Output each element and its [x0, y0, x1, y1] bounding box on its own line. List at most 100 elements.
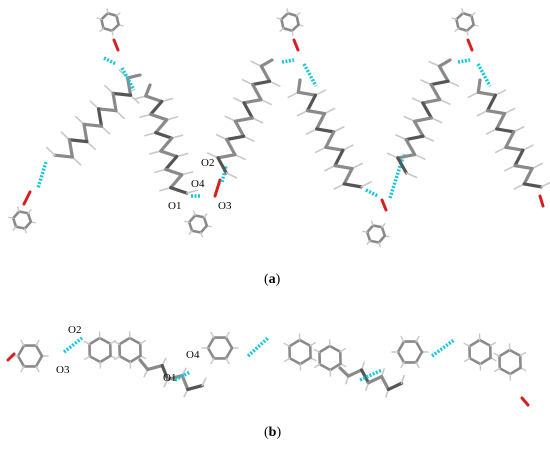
bond: [84, 124, 101, 126]
bond: [36, 356, 42, 366]
bond: [472, 13, 475, 16]
bond: [36, 346, 42, 356]
bond: [506, 147, 523, 150]
bond: [401, 362, 404, 367]
bond: [25, 222, 31, 229]
bond: [105, 86, 113, 94]
bond: [185, 221, 189, 222]
bond: [161, 151, 177, 156]
bond: [340, 368, 348, 376]
bond: [140, 341, 145, 344]
hydrogen-bond: [104, 58, 116, 64]
bond: [510, 368, 520, 374]
bond: [235, 155, 245, 160]
bond: [204, 214, 207, 217]
bond: [202, 378, 206, 385]
bond: [116, 111, 124, 119]
bond: [107, 9, 108, 13]
bond: [103, 28, 112, 31]
bond: [468, 92, 478, 97]
bond: [421, 80, 431, 85]
bond: [9, 217, 13, 218]
bond: [226, 348, 232, 358]
bond: [532, 164, 542, 169]
bond: [36, 366, 39, 371]
bond: [108, 13, 117, 16]
bond: [89, 338, 99, 344]
bond: [497, 114, 505, 129]
bond: [84, 341, 89, 344]
bond: [413, 98, 423, 103]
bond: [227, 136, 244, 139]
bond: [244, 136, 254, 141]
bond: [100, 356, 110, 362]
bond: [523, 145, 533, 150]
bond: [297, 111, 307, 116]
hydrogen-bond: [458, 60, 470, 62]
bond: [215, 180, 220, 196]
bond: [113, 93, 116, 110]
bond: [416, 336, 419, 341]
bond: [28, 210, 31, 213]
bond: [505, 109, 515, 114]
bond: [117, 13, 120, 16]
bond: [401, 336, 404, 341]
bond: [218, 158, 226, 173]
hydrogen-bond: [304, 64, 316, 86]
bond: [187, 190, 198, 193]
bond: [13, 227, 16, 230]
atom-label-o2-b: O2: [68, 324, 81, 336]
atom-label-o4-a: O4: [191, 178, 205, 190]
bond: [487, 95, 495, 110]
bond: [290, 358, 301, 364]
bond: [541, 182, 550, 187]
bond: [156, 133, 172, 138]
bond: [294, 40, 298, 50]
bond: [13, 218, 16, 227]
bond: [140, 360, 148, 369]
bond: [334, 127, 344, 132]
bond: [416, 362, 419, 367]
bond: [101, 126, 109, 134]
bond: [315, 364, 320, 367]
bond: [325, 109, 335, 114]
bond: [8, 354, 14, 360]
bond: [416, 342, 422, 352]
bond: [368, 377, 381, 383]
bond: [478, 92, 495, 95]
bond: [458, 28, 467, 31]
bond: [367, 241, 370, 244]
bond: [235, 118, 252, 121]
bond: [320, 364, 331, 370]
bond: [505, 166, 515, 171]
bond: [101, 19, 103, 28]
bond: [188, 386, 202, 390]
bond: [388, 383, 401, 389]
bond: [455, 28, 458, 31]
bond: [112, 25, 119, 31]
bond: [226, 338, 232, 348]
bond: [314, 349, 319, 352]
bond: [382, 224, 385, 227]
bond: [431, 85, 440, 100]
bond: [171, 175, 182, 188]
bond: [298, 80, 300, 92]
bond: [524, 169, 532, 184]
bond: [288, 13, 297, 16]
bond: [112, 31, 113, 35]
bond: [166, 169, 182, 174]
bond: [315, 90, 325, 95]
bond: [462, 9, 463, 13]
bond: [146, 96, 162, 101]
bond: [406, 140, 415, 155]
bond: [499, 350, 509, 356]
bond: [101, 13, 108, 19]
bond: [289, 340, 299, 346]
bond: [379, 236, 385, 243]
bond: [177, 154, 188, 157]
bond: [307, 95, 315, 110]
bond: [478, 80, 480, 92]
label-close-paren: ): [276, 272, 281, 287]
bond: [317, 129, 334, 132]
bond: [113, 93, 130, 95]
